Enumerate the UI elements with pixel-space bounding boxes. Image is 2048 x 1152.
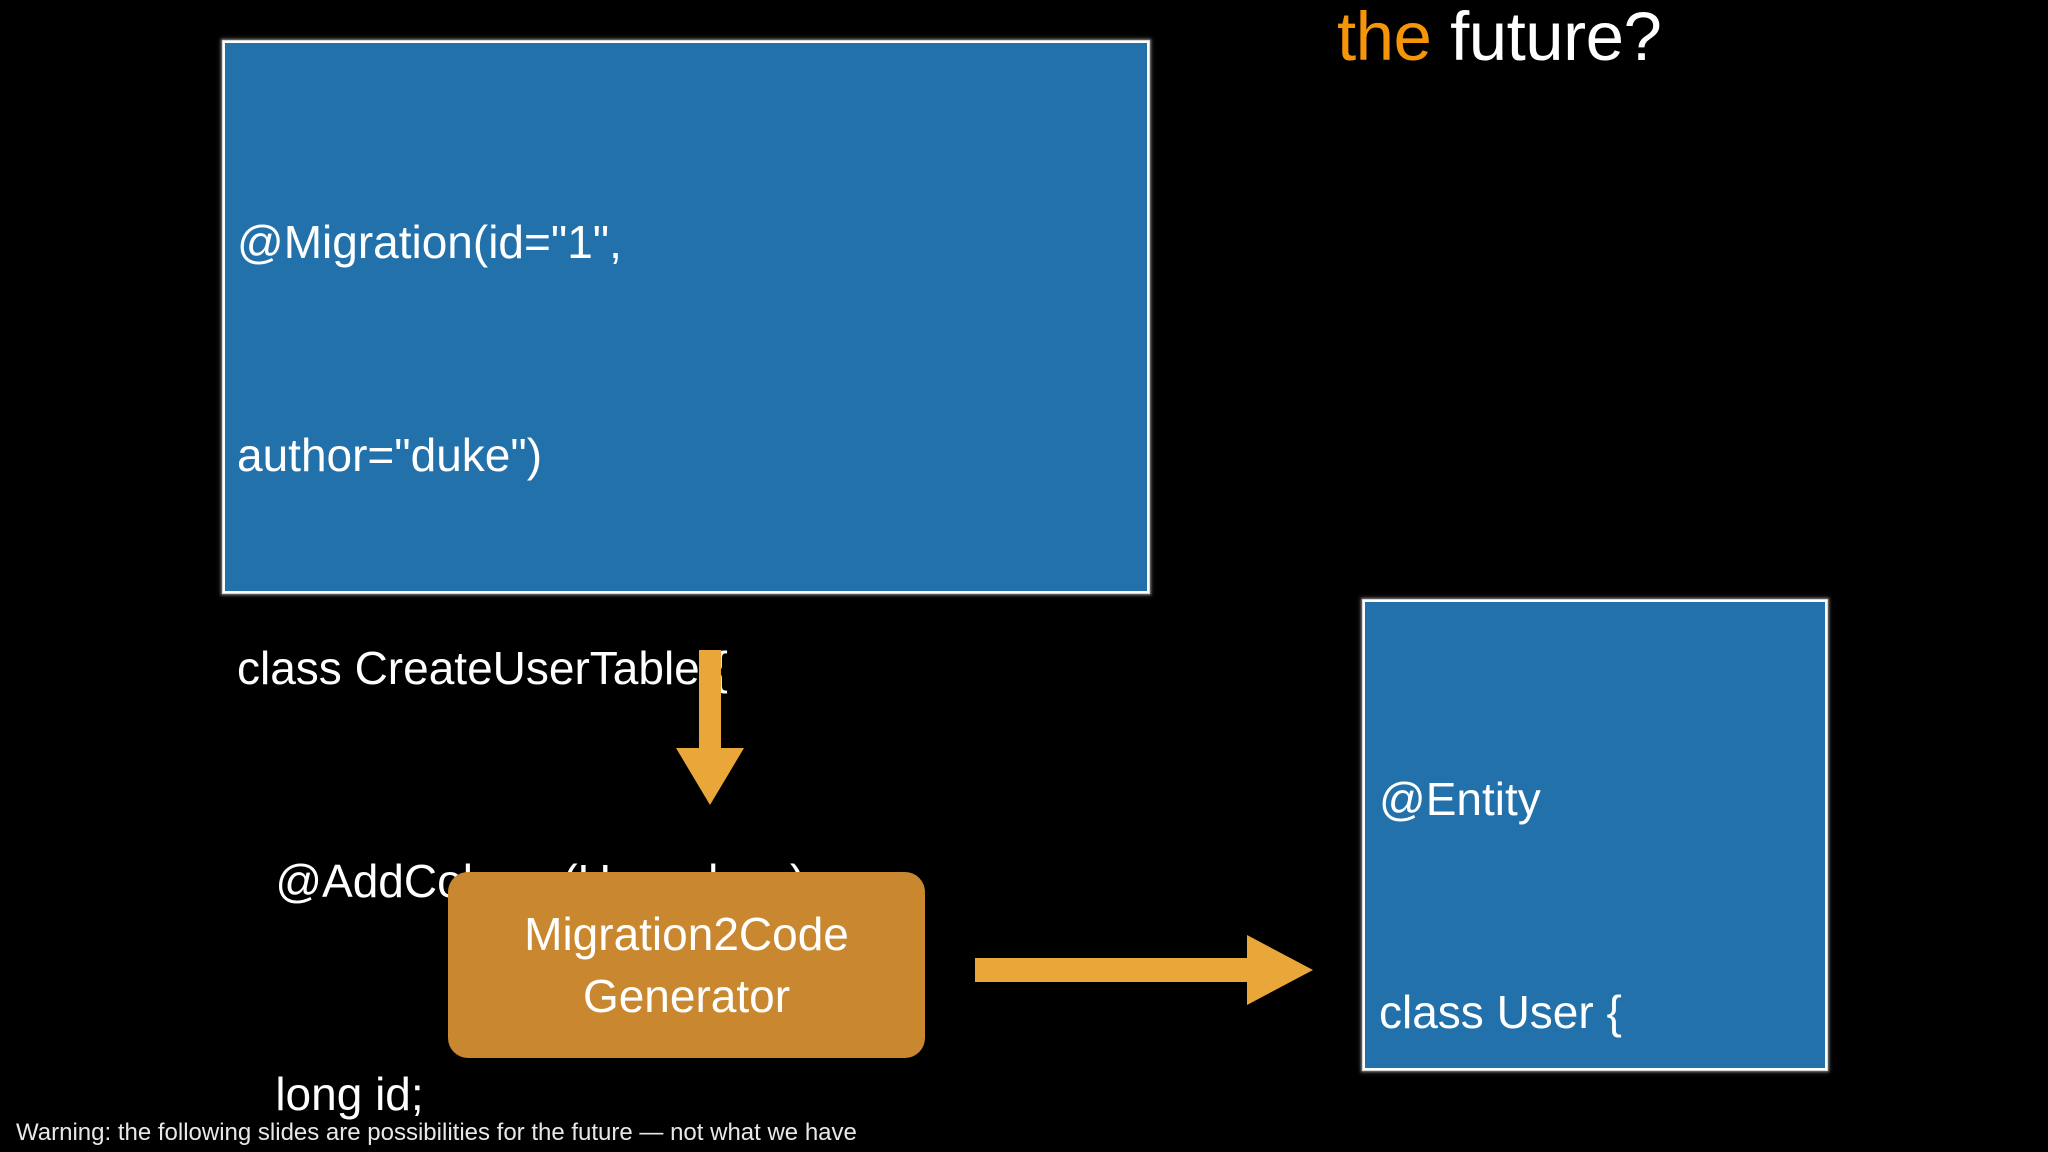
code-card-migration: @Migration(id="1", author="duke") class …	[225, 43, 1147, 1120]
generator-box: Migration2Code Generator	[448, 872, 925, 1058]
generator-label-line2: Generator	[582, 970, 791, 1022]
code-line: author="duke")	[237, 429, 543, 481]
code-card-entity: @Entity class User { @Id long id; … }	[1365, 602, 1825, 1068]
code-line: long id;	[237, 1068, 424, 1120]
footer-warning-text: Warning: the following slides are possib…	[16, 1119, 857, 1146]
arrow-right-icon	[975, 935, 1313, 1005]
code-line: @Migration(id="1",	[237, 216, 622, 268]
code-line: class User {	[1379, 986, 1622, 1038]
arrow-down-icon	[676, 650, 744, 805]
code-line: class CreateUserTable {	[237, 642, 728, 694]
page-title: the future?	[1337, 2, 1662, 71]
title-rest: future?	[1431, 0, 1662, 75]
code-line: @Entity	[1379, 773, 1541, 825]
title-accent-word: the	[1337, 0, 1432, 75]
generator-label-line1: Migration2Code	[524, 908, 849, 960]
